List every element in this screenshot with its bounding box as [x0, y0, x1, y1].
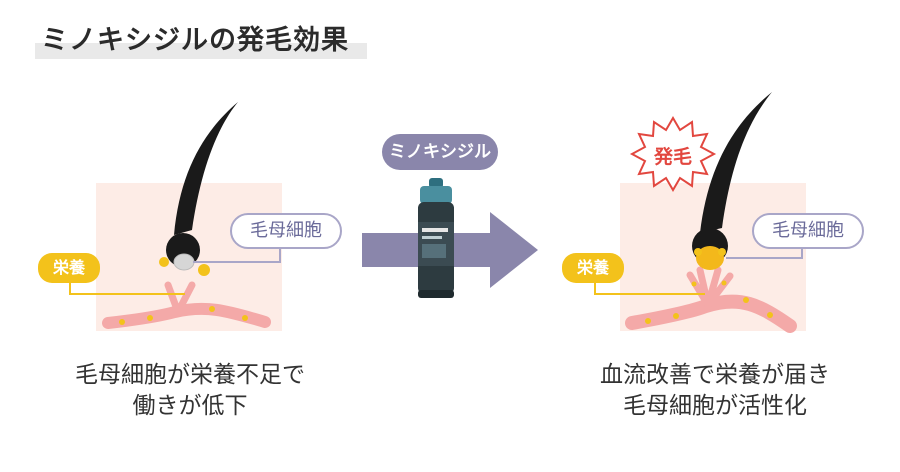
right-caption: 血流改善で栄養が届き 毛母細胞が活性化 [560, 360, 870, 422]
right-caption-line1: 血流改善で栄養が届き [600, 362, 830, 388]
cell-connector [726, 248, 803, 259]
page-title-block: ミノキシジルの発毛効果 [35, 10, 367, 60]
vessel-branch [164, 281, 196, 316]
title-underline [35, 43, 367, 59]
hair-strand [174, 102, 238, 235]
hair-matrix-cell [696, 246, 724, 270]
nutrition-label: 栄養 [562, 253, 624, 283]
hair-matrix-cell [173, 253, 195, 271]
right-panel: 発毛 栄養 毛母細胞 血流改善で栄養が届き 毛母細胞が活性化 [540, 0, 900, 472]
cell-label: 毛母細胞 [752, 213, 864, 249]
spray-bottle-icon [418, 178, 454, 298]
product-label: ミノキシジル [382, 134, 498, 170]
blood-vessel [102, 302, 271, 329]
hair-strand [700, 92, 772, 233]
burst-shape [629, 116, 717, 192]
nutrient-blob [159, 257, 169, 267]
center-panel: ミノキシジル [360, 0, 540, 472]
hair-follicle-diagram [69, 102, 281, 329]
cell-connector [193, 248, 281, 263]
page-title: ミノキシジルの発毛効果 [41, 25, 349, 56]
left-caption-line1: 毛母細胞が栄養不足で [75, 362, 305, 388]
nutrition-label: 栄養 [38, 253, 100, 283]
vessel-branch [686, 266, 734, 309]
burst-label: 発毛 [653, 146, 692, 168]
cell-label: 毛母細胞 [230, 213, 342, 249]
left-caption: 毛母細胞が栄養不足で 働きが低下 [40, 360, 340, 422]
left-panel: 栄養 毛母細胞 毛母細胞が栄養不足で 働きが低下 [0, 0, 360, 472]
nutrient-blob [198, 264, 210, 276]
left-caption-line2: 働きが低下 [132, 393, 248, 419]
right-caption-line2: 毛母細胞が活性化 [623, 393, 807, 419]
